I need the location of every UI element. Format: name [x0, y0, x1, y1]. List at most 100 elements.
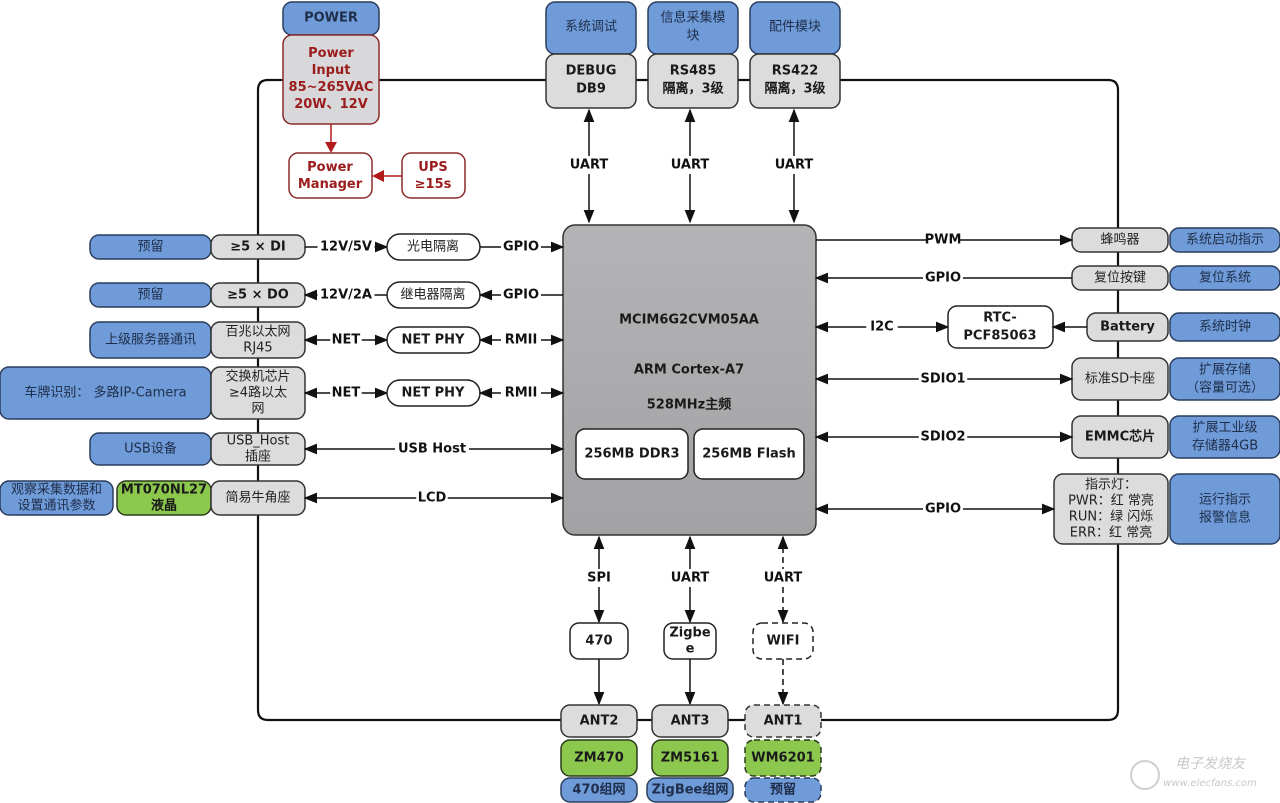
- right-function-box: [1169, 357, 1280, 401]
- left-link2-label-bg: [501, 238, 541, 256]
- bottom-link-label-bg: [670, 569, 710, 587]
- left-link1-label-bg: [330, 331, 362, 349]
- left-function-label: 设置通讯参数: [17, 498, 95, 514]
- right-row-0: 蜂鸣器系统启动指示PWM: [816, 227, 1280, 253]
- left-function-label: 观察采集数据和: [11, 482, 102, 498]
- right-link-label-bg: [866, 318, 898, 336]
- lcd-module-label: 液晶: [151, 498, 177, 514]
- left-link-label: LCD: [418, 491, 447, 506]
- top-module-title: 配件模块: [769, 20, 821, 35]
- arrow-down-icon: [325, 142, 337, 153]
- power-input-label: 85~265VAC: [289, 80, 374, 95]
- left-function-label: 上级服务器通讯: [105, 332, 196, 348]
- left-link-label-bg: [395, 440, 469, 458]
- top-module-port-box: [749, 53, 841, 109]
- lcd-module-label: MT070NL27: [121, 483, 207, 498]
- right-port-label: 蜂鸣器: [1100, 232, 1139, 248]
- ups-label: UPS: [418, 160, 447, 175]
- left-mid-label: 光电隔离: [407, 239, 459, 255]
- left-port-label: 网: [251, 402, 264, 417]
- top-module-port-box: [545, 53, 637, 109]
- antenna-box: [744, 704, 822, 738]
- left-link1-label-bg: [317, 286, 375, 304]
- ram-box: [575, 428, 689, 480]
- bottom-link-label: UART: [671, 571, 710, 586]
- right-link-label-bg: [918, 428, 968, 446]
- top-uart-label-bg: [670, 156, 710, 174]
- top-uart-label-bg: [774, 156, 814, 174]
- top-module-title: 系统调试: [565, 20, 617, 35]
- right-link-label: GPIO: [925, 502, 961, 517]
- bottom-mid-label: e: [686, 642, 695, 657]
- cpu-box: [562, 224, 817, 536]
- left-link2-label: GPIO: [503, 240, 539, 255]
- right-link-label: I2C: [870, 320, 893, 335]
- left-link2-label: RMII: [505, 386, 538, 401]
- top-uart-label: UART: [775, 158, 814, 173]
- right-port-label: 标准SD卡座: [1085, 372, 1155, 387]
- left-mid-label: NET PHY: [402, 386, 466, 401]
- left-link2-label-bg: [501, 384, 541, 402]
- left-link1-label-bg: [317, 238, 375, 256]
- power-manager-label: Power: [307, 160, 353, 175]
- antenna-box: [651, 704, 729, 738]
- system-bus-frame: [256, 78, 1120, 722]
- left-link2-label-bg: [501, 286, 541, 304]
- right-port-label: EMMC芯片: [1085, 429, 1155, 445]
- right-link-label: PWM: [925, 233, 962, 248]
- right-function-label: 报警信息: [1199, 510, 1251, 526]
- top-uart-label: UART: [570, 158, 609, 173]
- right-function-box: [1169, 415, 1280, 459]
- bottom-wireless-modules: SPI470ANT2ZM470470组网UARTZigbeeANT3ZM5161…: [560, 535, 822, 803]
- left-function-label: 车牌识别： 多路IP-Camera: [24, 385, 186, 401]
- right-function-label: 存储器4GB: [1192, 439, 1258, 454]
- network-label: ZigBee组网: [652, 782, 729, 798]
- ups-label: ≥15s: [415, 177, 452, 192]
- watermark-logo-icon: [1130, 760, 1160, 790]
- bottom-link-label-bg: [583, 569, 615, 587]
- top-module-port: 隔离，3级: [662, 81, 724, 97]
- left-mid-label: 继电器隔离: [400, 287, 465, 303]
- top-module-title: 信息采集模: [660, 10, 725, 26]
- left-port-label: 交换机芯片: [225, 369, 290, 385]
- left-port-label: 简易牛角座: [225, 490, 290, 506]
- right-function-label: 系统时钟: [1199, 319, 1251, 335]
- top-module-port: RS485: [670, 64, 717, 79]
- left-link2-label: RMII: [505, 333, 538, 348]
- module-label: WM6201: [751, 751, 814, 766]
- power-input-label: 20W、12V: [294, 97, 368, 112]
- right-link-label-bg: [923, 500, 963, 518]
- module-box: [651, 739, 729, 777]
- ram-label: 256MB DDR3: [584, 447, 679, 462]
- antenna-box: [560, 704, 638, 738]
- left-port-label: 插座: [245, 450, 271, 465]
- network-label: 预留: [770, 782, 796, 798]
- power-input-label: Power: [308, 46, 354, 61]
- bottom-link-label: SPI: [587, 571, 611, 586]
- right-function-label: 复位系统: [1199, 271, 1251, 286]
- bottom-mid-box: [752, 622, 814, 660]
- top-module-port-box: [647, 53, 739, 109]
- network-box: [646, 777, 734, 803]
- left-function-label: 预留: [137, 240, 163, 255]
- top-uart-label-bg: [569, 156, 609, 174]
- network-box: [560, 777, 638, 803]
- rtc-label: PCF85063: [963, 329, 1036, 344]
- left-port-label: RJ45: [243, 341, 272, 356]
- top-module-title: 块: [686, 29, 699, 44]
- top-module-port: DEBUG: [566, 64, 617, 79]
- right-function-box: [1169, 265, 1280, 291]
- network-label: 470组网: [572, 782, 625, 798]
- right-function-label: 运行指示: [1199, 493, 1251, 508]
- left-link1-label: NET: [332, 386, 361, 401]
- right-function-label: 扩展工业级: [1192, 421, 1257, 436]
- flash-label: 256MB Flash: [702, 447, 796, 462]
